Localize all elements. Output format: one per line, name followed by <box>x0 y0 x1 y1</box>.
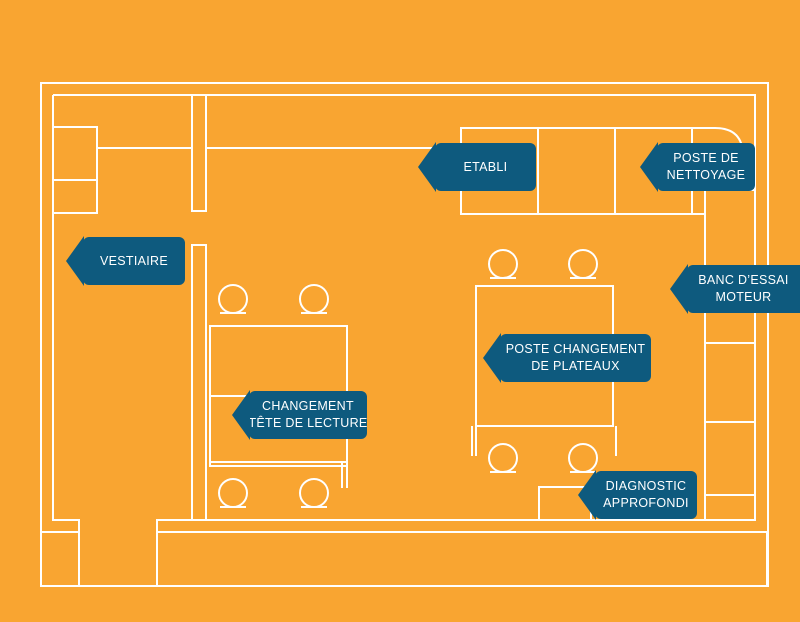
label-diagnostic-line1: DIAGNOSTIC <box>605 479 687 493</box>
label-poste-plateaux: POSTE CHANGEMENT DE PLATEAUX <box>500 334 651 382</box>
label-banc-essai-line1: BANC D’ESSAI <box>698 273 789 287</box>
test-bench <box>704 189 756 521</box>
label-vestiaire-line1: VESTIAIRE <box>100 253 168 268</box>
chair <box>568 443 598 473</box>
label-banc-essai-line2: MOTEUR <box>715 290 772 304</box>
label-poste-plateaux-line1: POSTE CHANGEMENT <box>505 342 646 356</box>
label-poste-nettoyage-line1: POSTE DE <box>673 151 739 165</box>
locker <box>52 126 98 214</box>
label-diagnostic-line2: APPROFONDI <box>603 496 689 510</box>
label-banc-essai: BANC D’ESSAI MOTEUR <box>687 265 800 313</box>
partition-wall <box>191 244 207 521</box>
label-poste-nettoyage-line2: NETTOYAGE <box>666 168 746 182</box>
label-changement-tete: CHANGEMENT TÊTE DE LECTURE <box>248 391 368 439</box>
chair <box>299 478 329 508</box>
label-poste-plateaux-line2: DE PLATEAUX <box>531 359 620 373</box>
chair <box>218 284 248 314</box>
chair <box>488 249 518 279</box>
label-etabli-line1: ETABLI <box>463 159 508 174</box>
bottom-counter <box>156 531 768 587</box>
chair <box>218 478 248 508</box>
chair <box>299 284 329 314</box>
chair <box>488 443 518 473</box>
label-changement-tete-line2: TÊTE DE LECTURE <box>248 416 368 430</box>
bottom-left-cabinet <box>40 531 80 587</box>
partition-wall <box>191 94 207 212</box>
label-changement-tete-line1: CHANGEMENT <box>262 399 354 413</box>
label-vestiaire: VESTIAIRE <box>83 237 185 285</box>
label-etabli: ETABLI <box>435 143 536 191</box>
label-diagnostic: DIAGNOSTIC APPROFONDI <box>595 471 697 519</box>
label-poste-nettoyage: POSTE DE NETTOYAGE <box>657 143 755 191</box>
chair <box>568 249 598 279</box>
